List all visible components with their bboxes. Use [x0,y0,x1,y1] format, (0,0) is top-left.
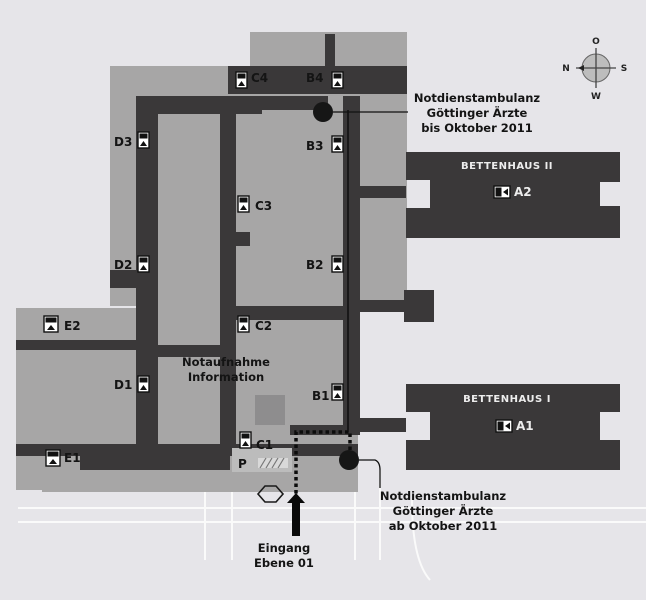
elevator-label-d2: D2 [114,258,132,272]
elevator-icon [331,255,344,273]
notaufnahme-label: Notaufnahme [182,355,270,369]
hatch-lines [259,457,285,469]
entrance-arrow-icon [287,493,305,536]
elevator-label-e1: E1 [64,451,81,465]
corridor-b1 [290,425,360,435]
elevator-icon [331,383,344,401]
parking-label: P [238,457,247,471]
bridge-bettenhaus-1 [360,418,406,432]
notdienst-new-line2: Göttinger Ärzte [393,503,494,518]
route-path [294,430,352,500]
elevator-label-b4: B4 [306,71,324,85]
elevator-icon [495,419,513,433]
elevator-label-d1: D1 [114,378,132,392]
elevator-label-b1: B1 [312,389,330,403]
bridge-annex [360,300,406,312]
compass-label-north: N [562,64,570,74]
hexagon-marker-icon [256,485,285,503]
corridor-north-stub [325,34,335,66]
elevator-label-d3: D3 [114,135,132,149]
elevator-label-a1: A1 [516,419,534,433]
information-label: Information [188,370,264,384]
elevator-label-c4: C4 [251,71,268,85]
compass-label-south: S [621,64,627,74]
elevator-icons [43,71,513,467]
compass-label-east: O [592,37,600,47]
elevator-label-b2: B2 [306,258,324,272]
notdienst-old-marker [313,102,333,122]
elevator-icon [239,431,252,449]
annex-building [404,290,434,322]
bettenhaus-2-building [406,152,620,238]
elevator-icon [235,71,248,89]
corridor-top-right [258,96,328,110]
elevator-label-e2: E2 [64,319,81,333]
elevator-icon [43,315,59,333]
elevator-label-c2: C2 [255,319,272,333]
footprint-south [42,470,358,492]
elevator-label-a2: A2 [514,185,532,199]
corridor-top [150,96,262,114]
bettenhaus-1-title: BETTENHAUS I [463,394,551,405]
bridge-bettenhaus-2 [360,186,406,198]
corridor-c4-b4 [228,66,407,94]
elevator-icon [331,71,344,89]
parking-hatch [258,458,288,468]
elevator-label-c1: C1 [256,438,273,452]
notdienst-old-line2: Göttinger Ärzte [427,105,528,120]
elevator-icon [137,255,150,273]
elevator-icon [237,315,250,333]
corridor-e2 [16,340,156,350]
notdienst-old-line1: Notdienstambulanz [414,91,541,105]
compass-label-west: W [591,92,601,102]
corridor-c3 [228,232,250,246]
notaufnahme-block [255,395,285,425]
elevator-label-b3: B3 [306,139,324,153]
notdienst-old-line3: bis Oktober 2011 [421,121,533,135]
elevator-icon [45,449,61,467]
elevator-icon [237,195,250,213]
elevator-icon [137,131,150,149]
eingang-line1: Eingang [258,541,310,555]
elevator-label-c3: C3 [255,199,272,213]
elevator-icon [331,135,344,153]
eingang-line2: Ebene 01 [254,556,314,570]
elevator-icon [137,375,150,393]
notdienst-new-line3: ab Oktober 2011 [389,519,498,533]
bettenhaus-2-title: BETTENHAUS II [461,161,553,172]
notdienst-new-line1: Notdienstambulanz [380,489,507,503]
compass-rose-icon [576,48,616,88]
elevator-icon [493,185,511,199]
road-curve [411,499,431,581]
corridor-mid [136,345,236,357]
corridor-c2 [228,306,358,320]
corridor-b [343,96,360,431]
corridor-e1 [80,452,230,470]
bettenhaus-1-building [406,384,620,470]
leader-line-new [359,459,381,488]
corridor-c [220,96,236,446]
notdienst-new-marker [339,450,359,470]
corridor-d2-west [110,270,156,288]
